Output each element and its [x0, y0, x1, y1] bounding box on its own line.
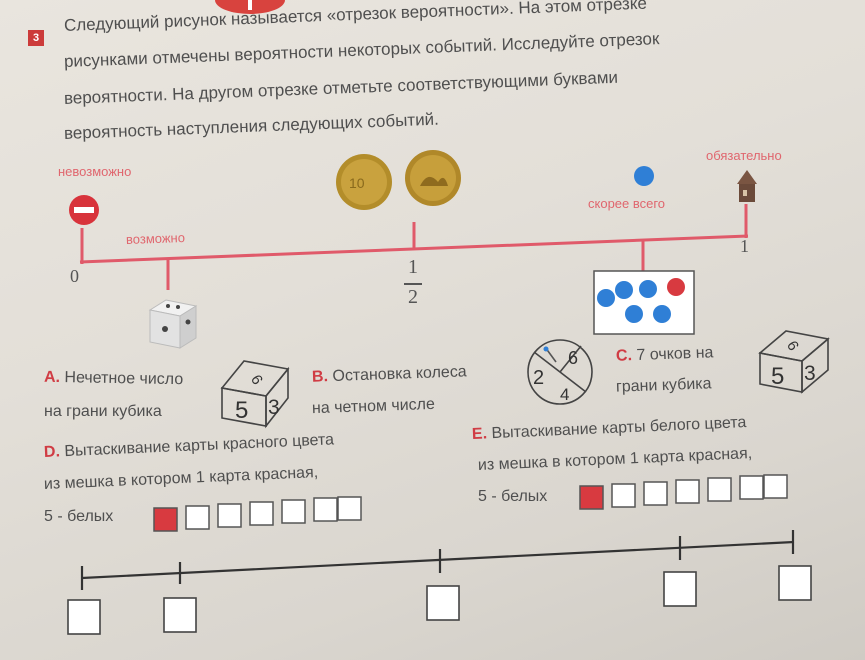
tick-one-label: 1	[740, 236, 749, 256]
answer-box-2[interactable]	[163, 597, 197, 633]
task-a-line2: на грани кубика	[44, 403, 162, 420]
answer-axis	[80, 530, 795, 590]
task-d-line3: 5 - белых	[44, 508, 114, 525]
coins-icon: 10	[336, 150, 461, 210]
die-c-side-face: 3	[804, 362, 816, 385]
cards-row-d	[153, 496, 362, 532]
die-task-a-icon	[220, 360, 290, 429]
tick-zero-label: 0	[70, 266, 79, 286]
task-a-text: Нечетное число	[64, 369, 184, 389]
task-e-line3: 5 - белых	[478, 488, 548, 505]
die-c-top-face: 6	[783, 338, 802, 354]
answer-box-1[interactable]	[67, 599, 101, 635]
answer-box-4[interactable]	[663, 571, 697, 607]
task-a-letter: A.	[43, 368, 61, 387]
label-certain: обязательно	[706, 148, 782, 163]
tick-half-bar	[404, 283, 422, 285]
task-b-text: Остановка колеса	[332, 363, 467, 385]
wheel-number-2: 2	[533, 367, 544, 389]
tick-half-denominator: 2	[408, 286, 418, 308]
cards-row-e	[579, 474, 788, 510]
task-c-line2: грани кубика	[615, 375, 712, 396]
label-possible: возможно	[125, 229, 186, 248]
wheel-number-6: 6	[568, 348, 578, 368]
decorative-white-stripe	[248, 0, 252, 10]
blue-ball-icon	[634, 166, 654, 186]
answer-box-3[interactable]	[426, 585, 460, 621]
die-task-c-icon	[758, 330, 830, 394]
die-icon	[148, 299, 198, 349]
answer-boxes	[67, 565, 812, 635]
tick-half-numerator: 1	[408, 256, 418, 278]
label-impossible: невозможно	[58, 164, 132, 179]
die-a-top-face: 6	[247, 372, 266, 388]
no-entry-sign-icon	[69, 195, 99, 225]
die-a-front-face: 5	[235, 397, 248, 424]
balls-box-icon	[593, 270, 695, 335]
task-c-text: 7 очков на	[636, 344, 714, 364]
wheel-number-4: 4	[560, 385, 569, 404]
die-c-front-face: 5	[771, 363, 784, 390]
wheel-icon	[527, 339, 593, 405]
exercise-number-badge: 3	[28, 30, 44, 46]
die-a-side-face: 3	[268, 396, 280, 419]
task-c-line1: C. 7 очков на	[616, 344, 714, 365]
svg-text:10: 10	[349, 175, 365, 191]
task-c-letter: C.	[615, 347, 633, 365]
probability-line	[79, 204, 749, 290]
label-likely: скорее всего	[588, 196, 666, 211]
task-e-letter: E.	[471, 425, 488, 443]
answer-box-5[interactable]	[778, 565, 812, 601]
wheel-pointer-icon	[543, 346, 549, 352]
task-a-line1: A. Нечетное число	[44, 369, 183, 389]
task-b-letter: B.	[311, 368, 329, 386]
tower-icon	[737, 170, 757, 202]
task-d-letter: D.	[43, 443, 61, 461]
